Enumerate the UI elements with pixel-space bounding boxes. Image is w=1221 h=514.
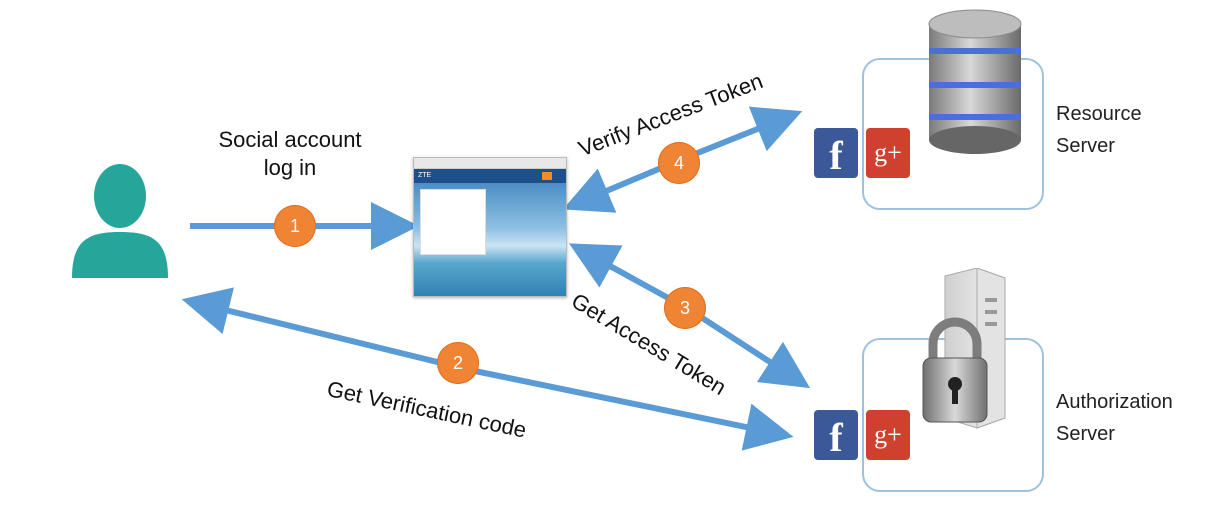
step-3-badge: 3 — [664, 287, 706, 329]
browser-bar — [414, 158, 566, 169]
app-header: ZTE — [414, 169, 566, 183]
authorization-server-label: Authorization Server — [1056, 391, 1173, 445]
arrow-access-to-auth — [688, 307, 811, 389]
step-2-badge: 2 — [437, 342, 479, 384]
app-badge-icon — [542, 172, 552, 180]
arrow-verification-to-auth — [469, 367, 794, 451]
step-4-badge: 4 — [658, 142, 700, 184]
app-background — [414, 183, 566, 296]
social-login-label: Social account log in — [218, 127, 362, 180]
google-plus-icon: g+ — [866, 410, 910, 460]
facebook-icon: f — [814, 128, 858, 178]
login-panel — [420, 189, 486, 255]
google-plus-icon: g+ — [866, 128, 910, 178]
database-icon — [928, 9, 1022, 154]
resource-server-label: Resource Server — [1056, 103, 1142, 157]
secure-server-icon — [922, 268, 1006, 429]
arrow-verification-to-user — [181, 287, 471, 373]
user-icon — [72, 164, 168, 278]
facebook-icon: f — [814, 410, 858, 460]
app-brand: ZTE — [418, 172, 432, 179]
step-1-badge: 1 — [274, 205, 316, 247]
app-screenshot: ZTE — [413, 157, 567, 297]
